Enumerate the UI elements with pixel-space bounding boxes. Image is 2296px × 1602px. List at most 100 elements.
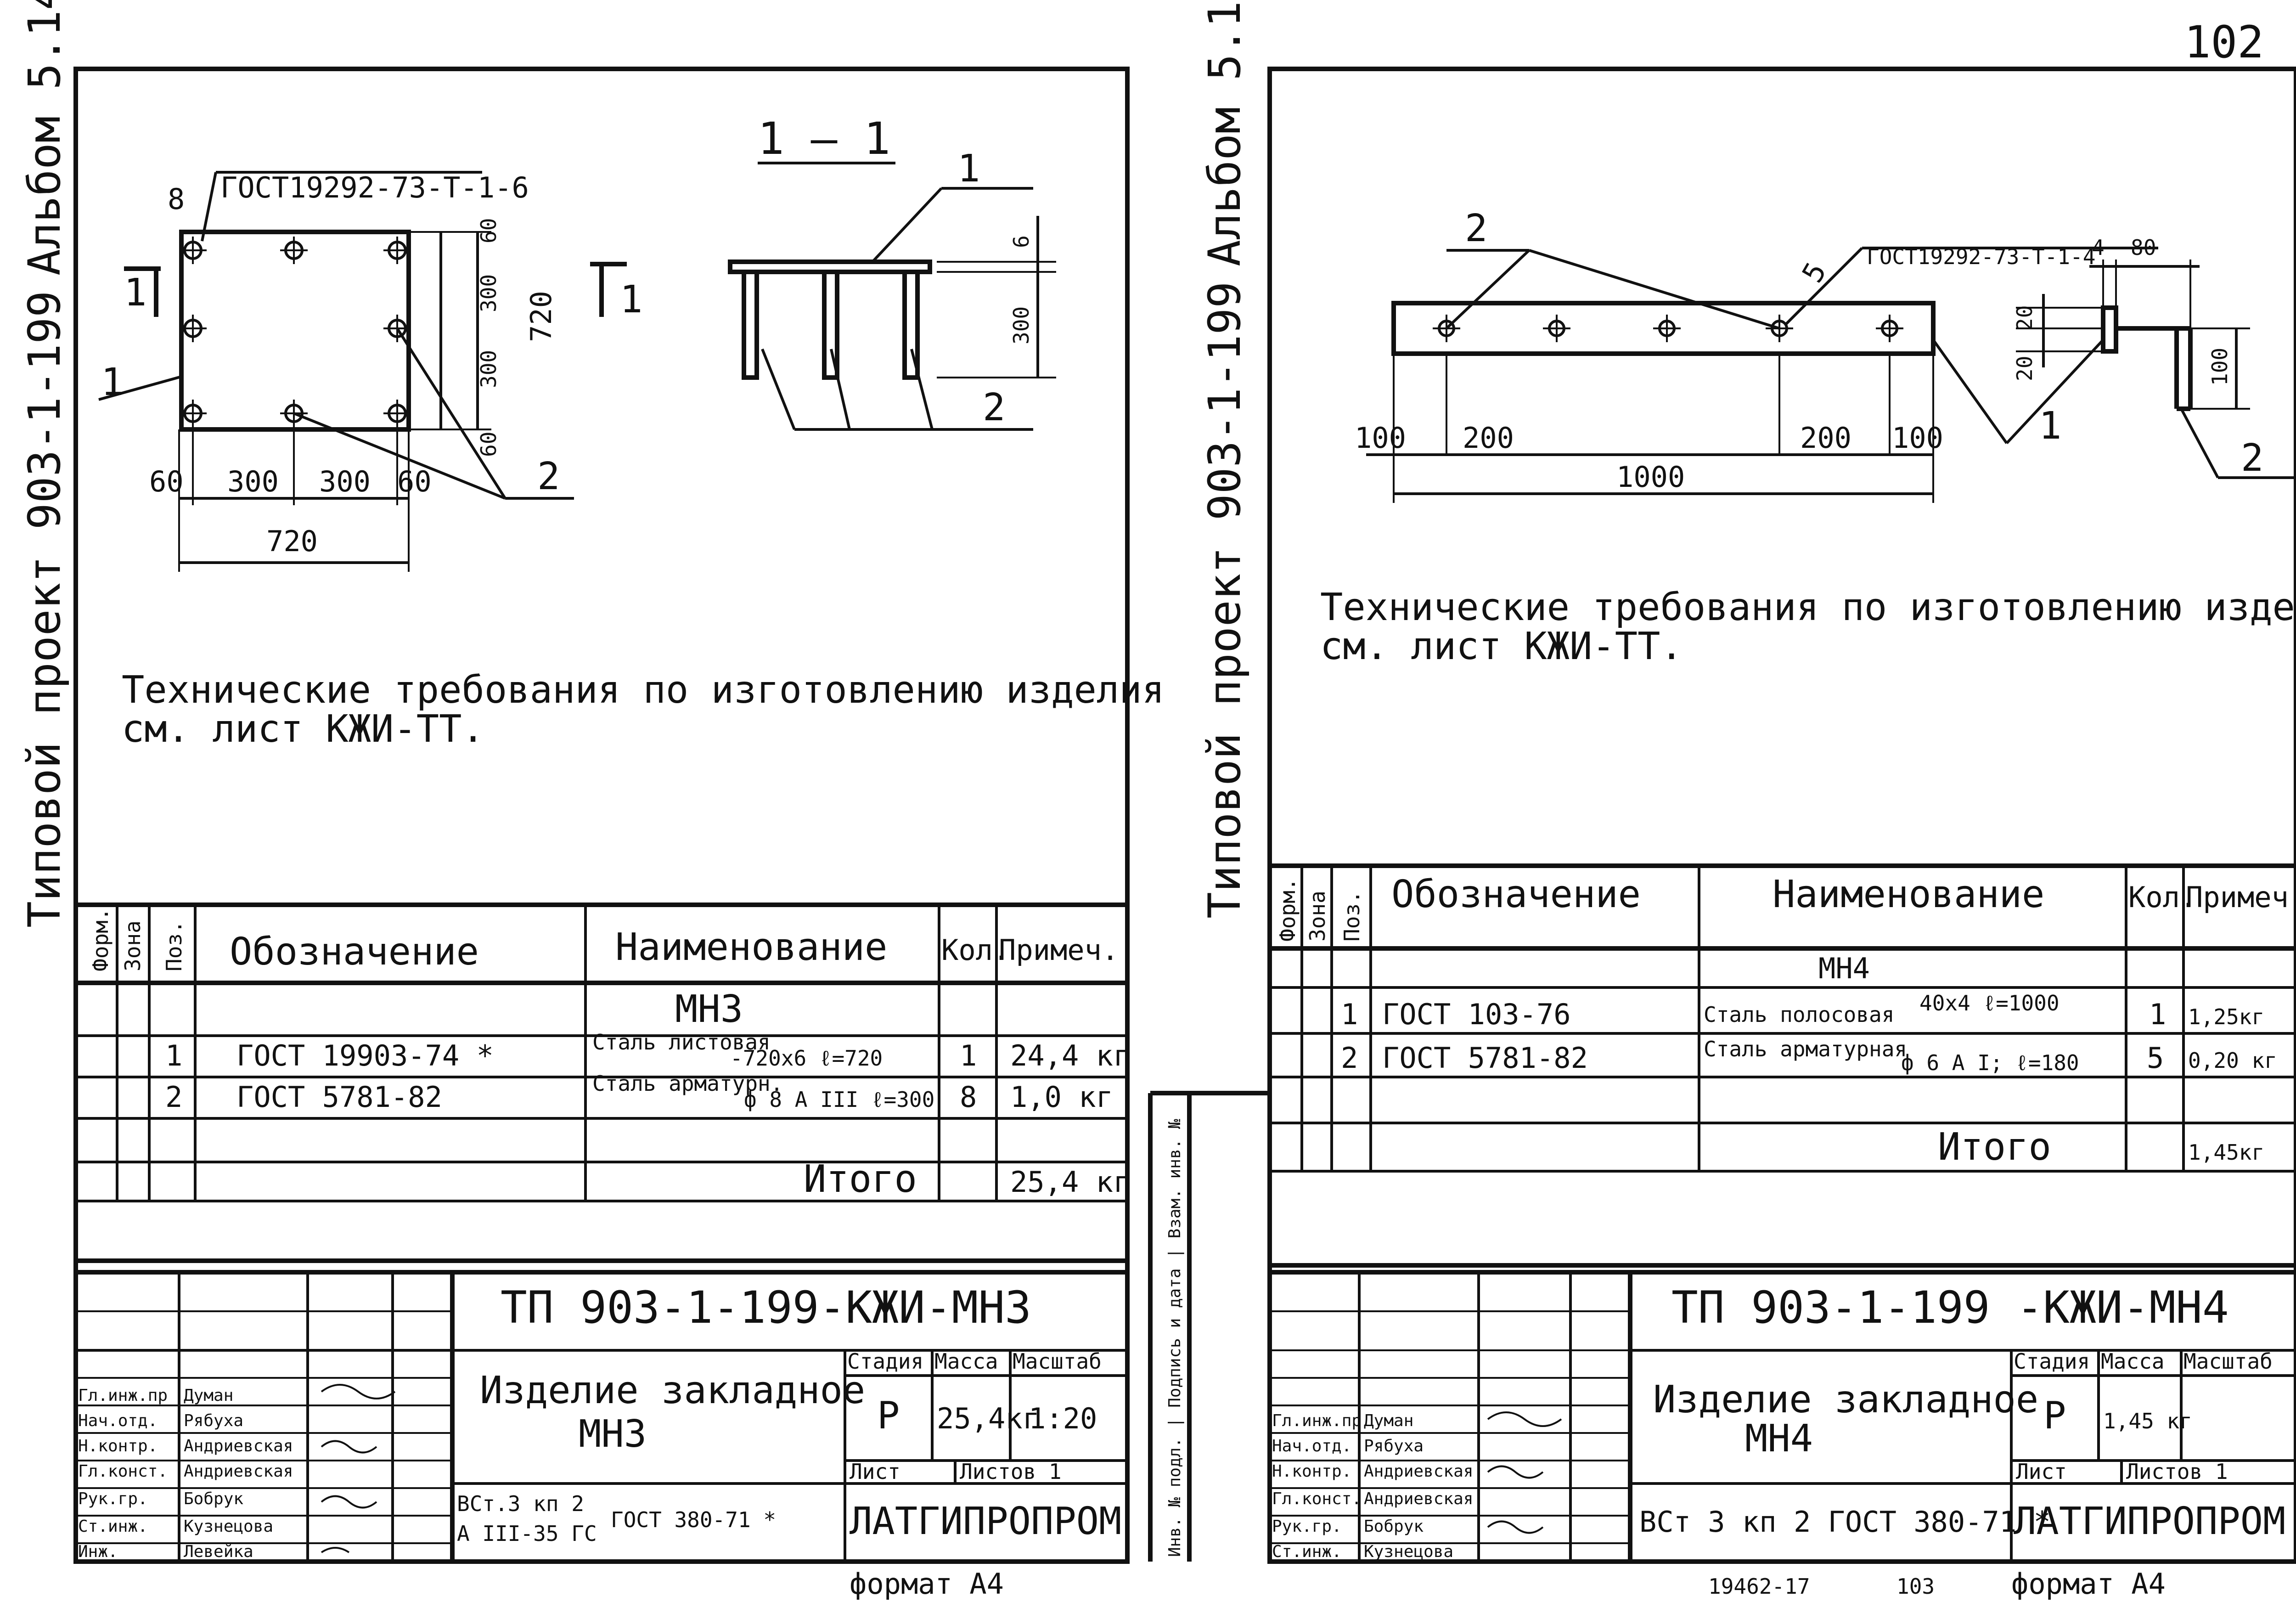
right-spec-table: Форм. Зона Поз. Обозначение Наименование… [1270, 863, 2296, 1268]
left-name-3: Андриевская [184, 1462, 293, 1481]
left-name-2: Андриевская [184, 1437, 293, 1455]
left-row1-name1: Сталь листовая [592, 1030, 771, 1055]
left-title-block: ТП 903-1-199-КЖИ-МН3 Гл.инж.пр Нач.отд. … [76, 1270, 1127, 1562]
right-row2-qty: 5 [2147, 1041, 2164, 1075]
right-hdr-name: Наименование [1773, 873, 2044, 916]
left-role-2: Н.контр. [78, 1437, 158, 1455]
dim-60-bottom: 60 [476, 432, 501, 457]
right-row2-designation: ГОСТ 5781-82 [1382, 1041, 1588, 1075]
strip-dim-100-right: 100 [1892, 421, 1943, 455]
left-role-5: Ст.инж. [78, 1517, 148, 1536]
left-product-name: Изделие закладное [480, 1369, 865, 1412]
left-mass-header: Масса [934, 1349, 998, 1374]
left-spec-table: Форм. Зона Поз. Обозначение Наименование… [76, 903, 1130, 1263]
right-mass: 1,45 кг [2103, 1409, 2192, 1433]
left-code: ТП 903-1-199-КЖИ-МН3 [501, 1282, 1031, 1333]
left-sheet: Типовой проект 903-1-199 Альбом 5.14 ГОС… [19, 0, 1165, 1601]
right-hdr-zone: Зона [1305, 891, 1330, 942]
right-row2-name1: Сталь арматурная [1704, 1037, 1907, 1061]
left-hdr-note: Примеч. [999, 933, 1119, 967]
left-org: ЛАТГИПРОПРОМ [850, 1500, 1121, 1543]
strip-stud-markers [1433, 315, 1903, 342]
right-role-5: Ст.инж. [1272, 1542, 1342, 1561]
right-side-stamp: Инв. № подл. | Подпись и дата | Взам. ин… [1165, 1119, 1184, 1557]
dim-300-upper: 300 [476, 274, 501, 312]
left-plan-callout-1: 1 [101, 361, 124, 404]
right-role-1: Нач.отд. [1272, 1437, 1351, 1455]
left-row1-designation: ГОСТ 19903-74 * [236, 1039, 494, 1072]
left-tech-req-line2: см. лист КЖИ-ТТ. [122, 707, 484, 751]
left-stage-header: Стадия [847, 1349, 923, 1374]
left-hdr-qty: Кол. [941, 933, 1010, 967]
side-dim-80: 80 [2131, 235, 2156, 260]
left-frame [73, 67, 1130, 1564]
right-row1-qty: 1 [2149, 998, 2166, 1031]
strip-dim-100-left: 100 [1355, 421, 1406, 455]
right-name-5: Кузнецова [1364, 1542, 1453, 1561]
section-callout-1: 1 [957, 147, 980, 191]
right-row1-name2: 40х4 ℓ=1000 [1919, 991, 2060, 1015]
left-material-2: А III-35 ГС [457, 1521, 597, 1546]
right-product-name: Изделие закладное [1653, 1378, 2038, 1421]
dim-60-right: 60 [397, 465, 432, 498]
side-section-plate [2101, 305, 2118, 354]
dim-300-left: 300 [227, 465, 279, 498]
side-dim-100: 100 [2207, 348, 2232, 386]
left-callout-8: 8 [168, 182, 185, 216]
left-row2-pos: 2 [165, 1080, 182, 1114]
left-total-label: Итого [804, 1157, 917, 1201]
left-total-value: 25,4 кг [1010, 1165, 1130, 1199]
right-signature [1487, 1411, 1562, 1427]
left-row2-designation: ГОСТ 5781-82 [236, 1080, 442, 1114]
right-name-0: Думан [1364, 1411, 1413, 1430]
left-scale: 1:20 [1029, 1402, 1097, 1435]
left-section-mark-1: 1 [124, 271, 146, 315]
strip-dim-200-right: 200 [1800, 421, 1851, 455]
dim-60-top: 60 [476, 218, 501, 243]
left-side-album: Альбом 5.14 [19, 0, 70, 276]
left-product-code: МН3 [579, 1412, 647, 1456]
strip-dim-200-left: 200 [1463, 421, 1514, 455]
left-name-4: Бобрук [184, 1489, 243, 1508]
right-row2-note: 0,20 кг [2188, 1048, 2277, 1073]
right-footer-num: 19462-17 [1708, 1574, 1810, 1599]
stud-markers [179, 237, 411, 427]
left-role-0: Гл.инж.пр [78, 1386, 168, 1405]
left-mass: 25,4кг [937, 1402, 1040, 1435]
strip-outline [1391, 301, 1936, 356]
left-row2-qty: 8 [960, 1080, 977, 1114]
right-hdr-form: Форм. [1275, 878, 1300, 942]
left-material-1: ВСт.3 кп 2 [457, 1491, 584, 1516]
left-hdr-zone: Зона [120, 920, 145, 971]
right-total-value: 1,45кг [2188, 1140, 2264, 1165]
right-name-2: Андриевская [1364, 1462, 1473, 1481]
right-row2-name2: ф 6 А I; ℓ=180 [1901, 1050, 2079, 1075]
right-sheet-label: Лист [2016, 1459, 2067, 1484]
right-row1-name1: Сталь полосовая [1704, 1002, 1894, 1027]
right-scale-header: Масштаб [2183, 1349, 2273, 1374]
right-hdr-designation: Обозначение [1391, 873, 1641, 916]
section-callout-2: 2 [983, 386, 1005, 429]
left-group-title: МН3 [675, 987, 743, 1031]
right-mass-header: Масса [2101, 1349, 2164, 1374]
left-role-3: Гл.конст. [78, 1462, 168, 1481]
right-name-3: Андриевская [1364, 1489, 1473, 1508]
right-name-4: Бобрук [1364, 1517, 1424, 1536]
right-side-album: Альбом 5.14 [1199, 0, 1250, 266]
right-row1-note: 1,25кг [2188, 1004, 2264, 1029]
left-row1-note: 24,4 кг [1010, 1039, 1130, 1072]
left-name-0: Думан [184, 1386, 233, 1405]
left-stage: Р [877, 1394, 900, 1438]
left-name-6: Левейка [184, 1542, 253, 1561]
left-format: формат А4 [850, 1567, 1004, 1600]
right-code: ТП 903-1-199 -КЖИ-МН4 [1671, 1282, 2229, 1333]
left-row1-name2: -720х6 ℓ=720 [730, 1046, 883, 1071]
right-role-0: Гл.инж.пр [1272, 1411, 1362, 1430]
left-role-4: Рук.гр. [78, 1489, 148, 1508]
dim-60-left: 60 [149, 465, 184, 498]
right-group-title: МН4 [1818, 952, 1870, 985]
dim-720-horizontal: 720 [266, 525, 318, 558]
right-side-project: Типовой проект 903-1-199 [1199, 282, 1250, 919]
